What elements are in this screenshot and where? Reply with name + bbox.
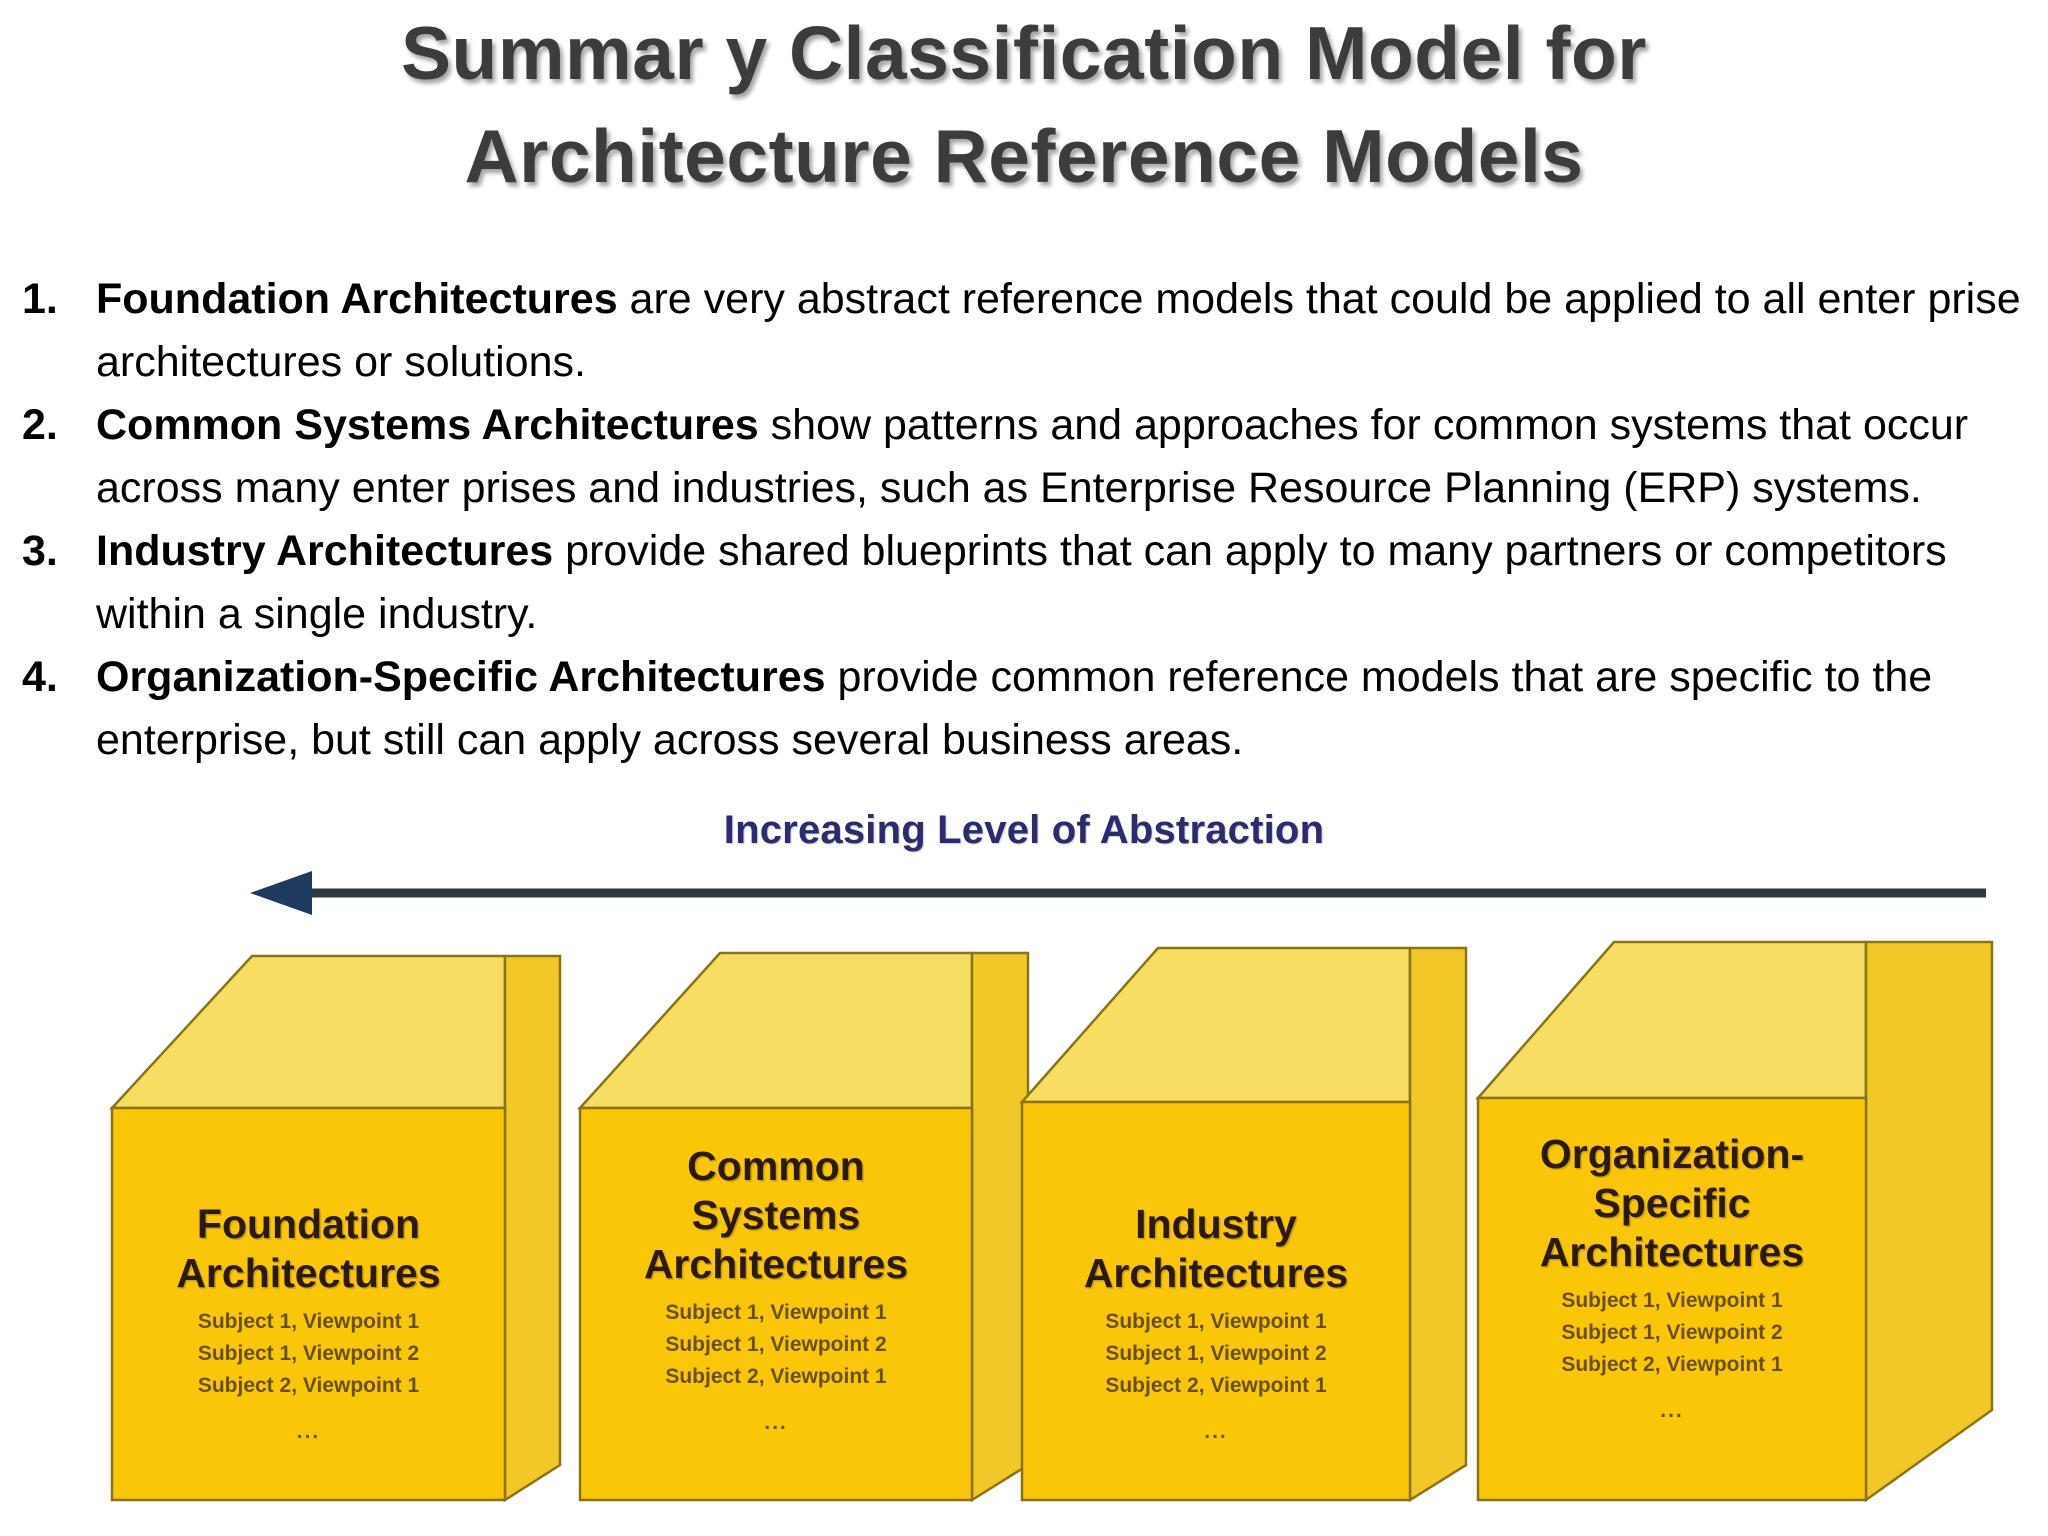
list-item-text: Common Systems Architectures show patter… xyxy=(96,394,2036,520)
list-item-number: 2. xyxy=(22,401,58,449)
list-item-rest: show patterns and approaches for common … xyxy=(96,401,1969,512)
page-title: Summar y Classification Model for Archit… xyxy=(0,2,2048,208)
list-item-text: Industry Architectures provide shared bl… xyxy=(96,520,2036,646)
architecture-boxes-group: Foundation Architectures Subject 1, View… xyxy=(0,920,2048,1536)
box-common-systems xyxy=(577,951,1030,1503)
abstraction-axis-label: Increasing Level of Abstraction xyxy=(723,808,1325,852)
abstraction-diagram: Increasing Level of Abstraction xyxy=(0,790,2048,1536)
list-item-rest: are very abstract reference models that … xyxy=(96,275,2021,386)
list-item-number: 1. xyxy=(22,275,58,323)
list-item: 3. Industry Architectures provide shared… xyxy=(16,520,2036,646)
list-item: 4. Organization-Specific Architectures p… xyxy=(16,646,2036,772)
numbered-list: 1. Foundation Architectures are very abs… xyxy=(16,268,2036,772)
list-item-number: 3. xyxy=(22,527,58,575)
abstraction-arrow-icon xyxy=(250,871,1986,915)
list-item-rest: provide shared blueprints that can apply… xyxy=(96,527,1947,638)
list-item-lead: Organization-Specific Architectures xyxy=(96,653,826,701)
page-title-line-1: Summar y Classification Model for xyxy=(401,11,1647,95)
list-item-text: Foundation Architectures are very abstra… xyxy=(96,268,2036,394)
box-foundation xyxy=(109,954,562,1503)
page-title-line-2: Architecture Reference Models xyxy=(464,114,1584,198)
list-item: 2. Common Systems Architectures show pat… xyxy=(16,394,2036,520)
list-item-lead: Foundation Architectures xyxy=(96,275,618,323)
list-item: 1. Foundation Architectures are very abs… xyxy=(16,268,2036,394)
list-item-rest: provide common reference models that are… xyxy=(96,653,1933,764)
box-organization-specific xyxy=(1475,940,1994,1503)
list-item-lead: Common Systems Architectures xyxy=(96,401,759,449)
list-item-number: 4. xyxy=(22,653,58,701)
box-industry xyxy=(1019,946,1468,1503)
list-item-text: Organization-Specific Architectures prov… xyxy=(96,646,2036,772)
list-item-lead: Industry Architectures xyxy=(96,527,554,575)
